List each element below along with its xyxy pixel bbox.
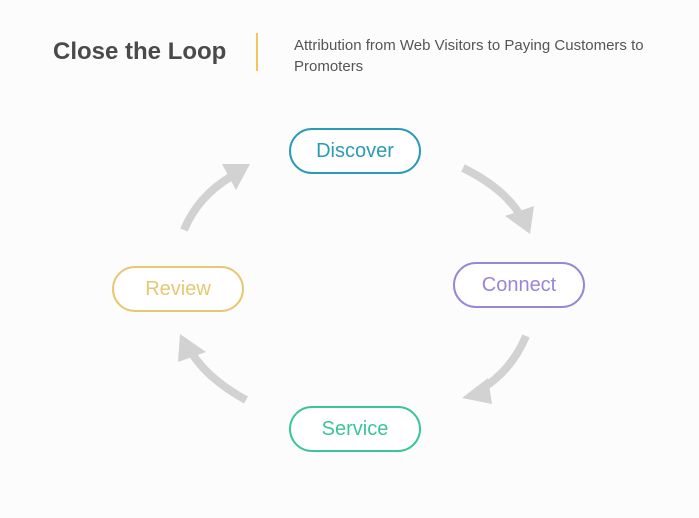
stage-connect-label: Connect bbox=[481, 273, 557, 296]
stage-connect: Connect bbox=[453, 262, 585, 308]
page-title: Close the Loop bbox=[53, 38, 227, 65]
page-subtitle: Attribution from Web Visitors to Paying … bbox=[294, 37, 644, 75]
stage-service-label: Service bbox=[321, 417, 389, 440]
arrow-discover-to-connect bbox=[461, 164, 534, 234]
stage-service: Service bbox=[289, 406, 421, 452]
stage-discover: Discover bbox=[289, 128, 421, 174]
title-divider bbox=[256, 33, 258, 71]
arrow-review-to-discover bbox=[180, 164, 250, 232]
arrow-connect-to-service bbox=[462, 334, 530, 404]
stage-review: Review bbox=[112, 266, 244, 312]
stage-review-label: Review bbox=[145, 277, 211, 300]
stage-discover-label: Discover bbox=[316, 139, 394, 162]
arrow-service-to-review bbox=[178, 334, 248, 404]
